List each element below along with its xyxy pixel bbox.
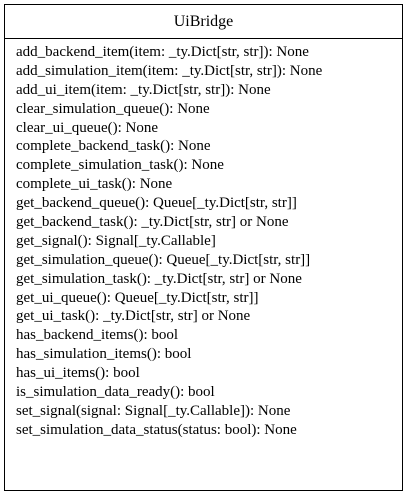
method-get-simulation-queue: get_simulation_queue(): Queue[_ty.Dict[s… — [16, 251, 311, 268]
method-set-signal: set_signal(signal: Signal[_ty.Callable])… — [16, 402, 291, 419]
method-get-signal: get_signal(): Signal[_ty.Callable] — [16, 232, 216, 249]
method-get-ui-queue: get_ui_queue(): Queue[_ty.Dict[str, str]… — [16, 289, 259, 306]
method-complete-ui-task: complete_ui_task(): None — [16, 176, 173, 193]
method-get-backend-task: get_backend_task(): _ty.Dict[str, str] o… — [16, 214, 289, 231]
method-get-backend-queue: get_backend_queue(): Queue[_ty.Dict[str,… — [16, 195, 297, 212]
class-name: UiBridge — [5, 5, 402, 39]
method-is-simulation-data-ready: is_simulation_data_ready(): bool — [16, 384, 215, 401]
method-clear-simulation-queue: clear_simulation_queue(): None — [16, 100, 210, 117]
method-complete-backend-task: complete_backend_task(): None — [16, 138, 211, 155]
uml-class-box: UiBridge add_backend_item(item: _ty.Dict… — [4, 4, 403, 491]
method-get-ui-task: get_ui_task(): _ty.Dict[str, str] or Non… — [16, 308, 251, 325]
method-clear-ui-queue: clear_ui_queue(): None — [16, 119, 159, 136]
method-has-simulation-items: has_simulation_items(): bool — [16, 346, 192, 363]
method-has-ui-items: has_ui_items(): bool — [16, 365, 140, 382]
method-get-simulation-task: get_simulation_task(): _ty.Dict[str, str… — [16, 270, 302, 287]
method-complete-simulation-task: complete_simulation_task(): None — [16, 157, 224, 174]
method-add-ui-item: add_ui_item(item: _ty.Dict[str, str]): N… — [16, 81, 271, 98]
method-set-simulation-data-status: set_simulation_data_status(status: bool)… — [16, 421, 297, 438]
method-has-backend-items: has_backend_items(): bool — [16, 327, 179, 344]
method-add-simulation-item: add_simulation_item(item: _ty.Dict[str, … — [16, 62, 323, 79]
method-add-backend-item: add_backend_item(item: _ty.Dict[str, str… — [16, 44, 309, 60]
method-list: add_backend_item(item: _ty.Dict[str, str… — [5, 39, 402, 440]
